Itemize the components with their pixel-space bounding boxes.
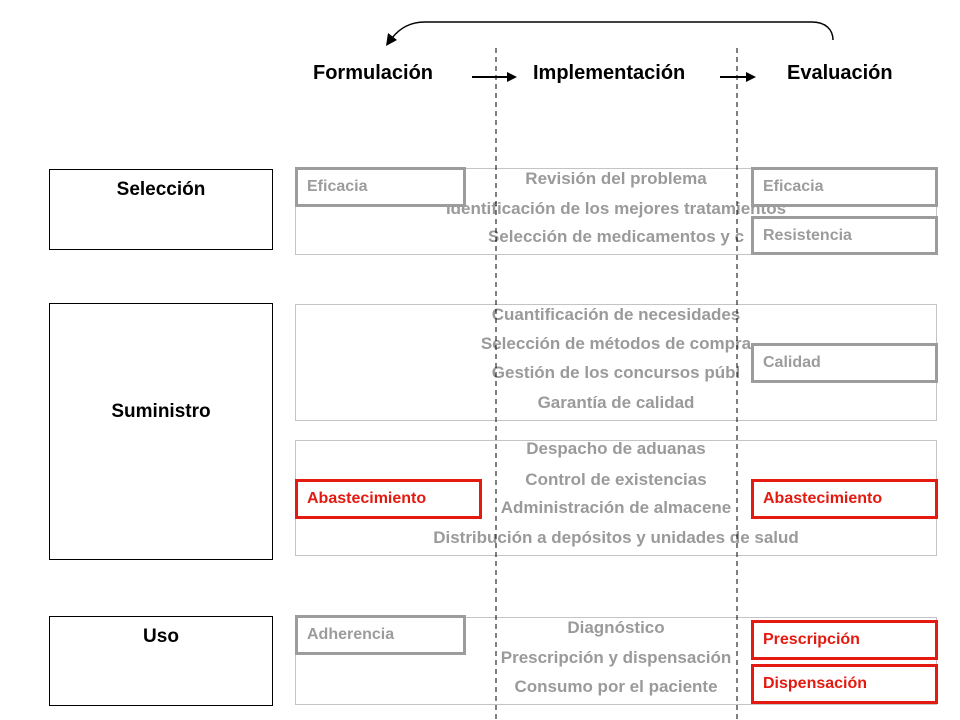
stage-suministro: Suministro xyxy=(49,303,273,560)
seleccion-activity: Revisión del problema xyxy=(525,169,707,188)
stage-seleccion-label: Selección xyxy=(116,179,206,200)
tag-adherencia: Adherencia xyxy=(295,615,466,655)
suministro-activity: Cuantificación de necesidades xyxy=(491,305,741,324)
phase-evaluacion: Evaluación xyxy=(787,62,893,84)
uso-activity: Consumo por el paciente xyxy=(514,677,718,696)
tag-abastecimiento-right: Abastecimiento xyxy=(751,479,938,519)
tag-dispensacion: Dispensación xyxy=(751,664,938,704)
arrow-formulacion-to-implementacion xyxy=(472,72,517,82)
suministro-activity: Distribución a depósitos y unidades de s… xyxy=(433,528,799,547)
stage-seleccion: Selección xyxy=(49,169,273,250)
arrow-implementacion-to-evaluacion xyxy=(720,72,756,82)
stage-uso: Uso xyxy=(49,616,273,706)
suministro-activity: Despacho de aduanas xyxy=(526,439,706,458)
tag-eficacia-left: Eficacia xyxy=(295,167,466,207)
tag-calidad: Calidad xyxy=(751,343,938,383)
suministro-activity: Control de existencias xyxy=(525,470,707,489)
suministro-activity: Gestión de los concursos públ xyxy=(491,363,741,382)
seleccion-activity: Identificación de los mejores tratamient… xyxy=(445,199,787,218)
suministro-activity: Administración de almacene xyxy=(500,498,732,517)
tag-abastecimiento-left: Abastecimiento xyxy=(295,479,482,519)
suministro-activity: Garantía de calidad xyxy=(537,393,695,412)
uso-activity: Diagnóstico xyxy=(567,618,665,637)
stage-suministro-label: Suministro xyxy=(111,401,211,422)
tag-resistencia: Resistencia xyxy=(751,216,938,255)
phase-formulacion: Formulación xyxy=(313,62,434,84)
tag-eficacia-right: Eficacia xyxy=(751,167,938,207)
seleccion-activity: Selección de medicamentos y c xyxy=(487,227,745,246)
tag-prescripcion: Prescripción xyxy=(751,620,938,660)
phase-implementacion: Implementación xyxy=(533,62,686,84)
stage-uso-label: Uso xyxy=(143,626,179,647)
feedback-arrow xyxy=(386,21,834,46)
uso-activity: Prescripción y dispensación xyxy=(500,648,732,667)
suministro-activity: Selección de métodos de compra xyxy=(480,334,752,353)
